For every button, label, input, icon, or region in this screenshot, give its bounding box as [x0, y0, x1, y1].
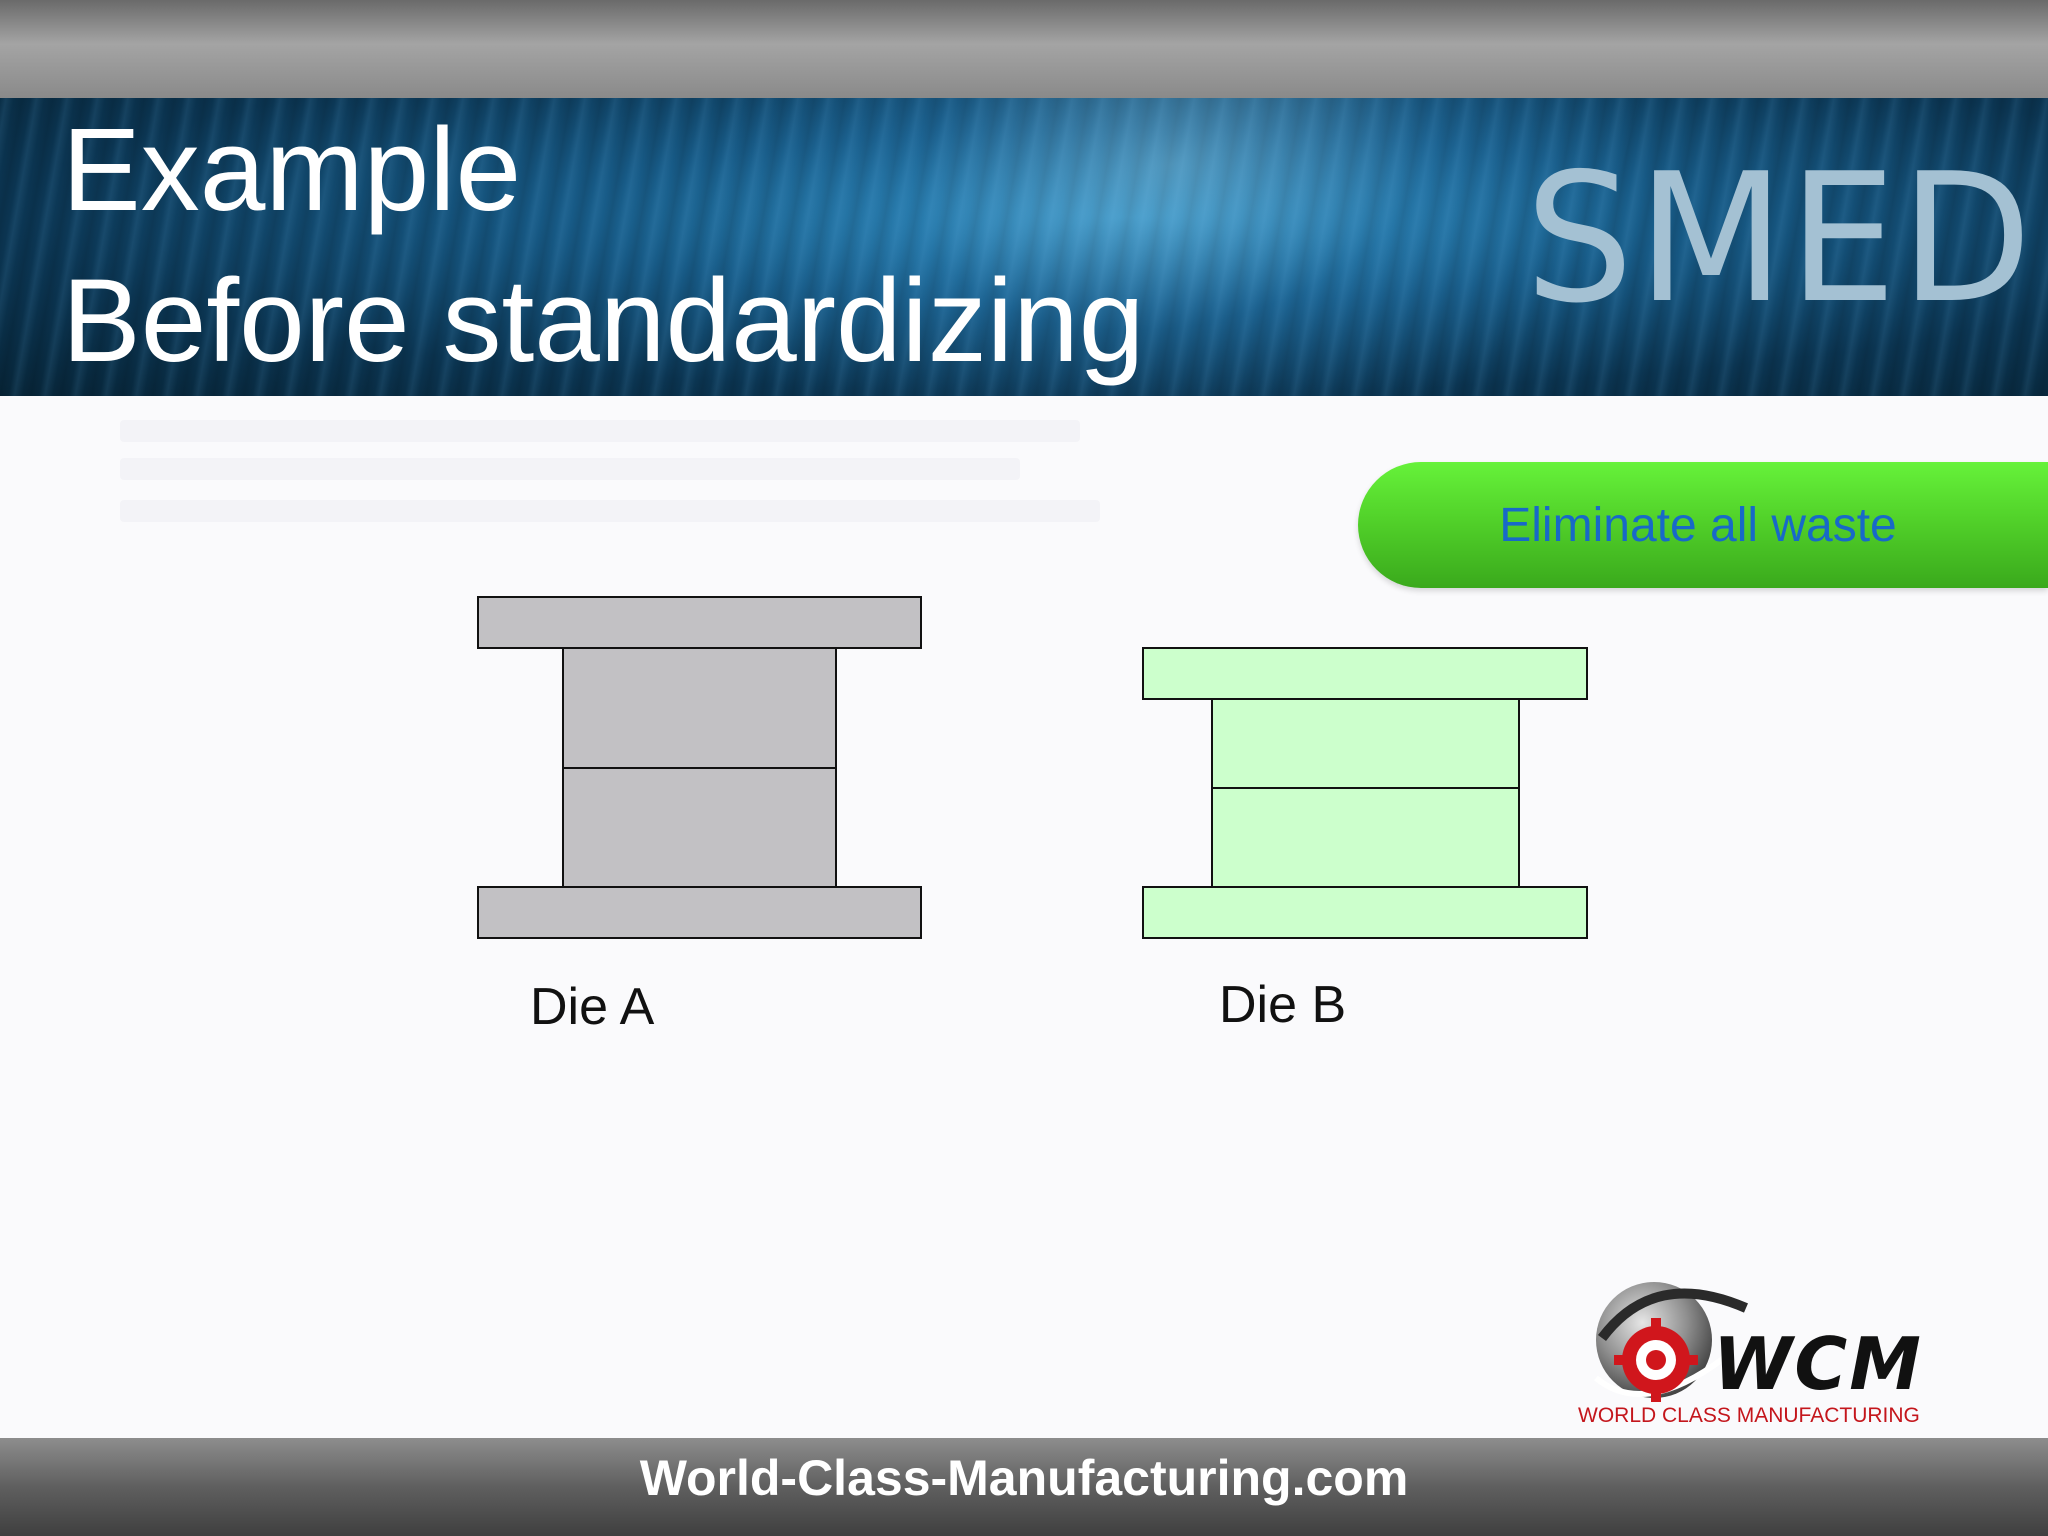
die-a-lower-block [562, 767, 837, 888]
logo-subtitle: WORLD CLASS MANUFACTURING [1578, 1404, 1920, 1427]
die-a-label: Die A [530, 978, 655, 1036]
slide-title-line-2: Before standardizing [62, 255, 1145, 387]
die-a-bottom-plate [477, 886, 922, 939]
die-b [1142, 647, 1588, 939]
die-a [477, 596, 922, 939]
faint-background-text [120, 458, 1020, 480]
callout-label: Eliminate all waste [1499, 498, 1897, 552]
die-b-lower-block [1211, 787, 1520, 888]
die-b-top-plate [1142, 647, 1588, 700]
footer-site-link[interactable]: World-Class-Manufacturing.com [639, 1450, 1409, 1506]
wcm-logo: WCM WORLD CLASS MANUFACTURING [1578, 1278, 1948, 1428]
die-b-label: Die B [1219, 976, 1347, 1034]
gear-globe-icon [1594, 1282, 1748, 1402]
slide-title-line-1: Example [62, 104, 522, 236]
faint-background-text [120, 500, 1100, 522]
faint-background-text [120, 420, 1080, 442]
die-a-top-plate [477, 596, 922, 649]
footer-bar: World-Class-Manufacturing.com [0, 1438, 2048, 1536]
topic-label: SMED [1525, 135, 2036, 342]
title-banner [0, 98, 2048, 396]
die-b-bottom-plate [1142, 886, 1588, 939]
die-b-upper-block [1211, 698, 1520, 789]
eliminate-waste-callout: Eliminate all waste [1358, 462, 2048, 588]
top-strip [0, 0, 2048, 98]
die-a-upper-block [562, 647, 837, 769]
logo-wordmark: WCM [1713, 1322, 1923, 1406]
